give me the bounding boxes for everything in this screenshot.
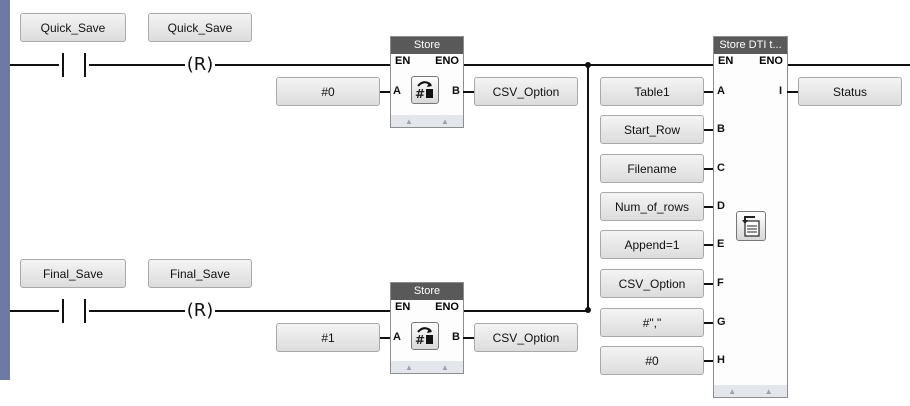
dti-input-value[interactable]: Num_of_rows (600, 192, 704, 221)
eno-pin-label: ENO (435, 301, 459, 313)
store-input-wire (380, 337, 390, 339)
coil-tag-label[interactable]: Quick_Save (148, 13, 252, 42)
dti-input-wire (704, 206, 713, 208)
reset-coil-quick-save[interactable]: (R) (185, 53, 215, 77)
en-pin-label: EN (718, 55, 734, 67)
up-triangle-icon: ▲ (441, 362, 449, 372)
contact-tag-label[interactable]: Quick_Save (20, 13, 126, 42)
eno-pin-label: ENO (435, 55, 459, 67)
no-contact-quick-save[interactable] (59, 53, 89, 77)
up-triangle-icon: ▲ (405, 362, 413, 372)
store-output-wire (463, 91, 474, 93)
dti-input-value[interactable]: Table1 (600, 77, 704, 106)
no-contact-final-save[interactable] (59, 299, 89, 323)
input-pin-label: B (717, 123, 725, 135)
dti-input-value[interactable]: Filename (600, 154, 704, 183)
en-pin-label: EN (395, 301, 411, 313)
block-title: Store (391, 283, 463, 300)
up-triangle-icon: ▲ (441, 116, 449, 126)
hash-store-icon: # (411, 76, 439, 104)
output-pin-b: B (452, 331, 460, 343)
dti-input-value[interactable]: #"," (600, 308, 704, 337)
power-rail (0, 0, 10, 380)
block-footer: ▲ ▲ (714, 385, 787, 397)
input-pin-label: E (717, 238, 725, 250)
svg-text:#: # (415, 87, 425, 101)
block-footer: ▲ ▲ (391, 115, 463, 127)
input-pin-label: D (717, 200, 725, 212)
store-input-value[interactable]: #1 (276, 323, 380, 352)
store-block[interactable]: Store EN ENO ▲ ▲ (390, 36, 464, 128)
contact-tag-label[interactable]: Final_Save (20, 259, 126, 288)
svg-text:#: # (415, 333, 425, 347)
rung2-wire-mid (463, 310, 588, 312)
dti-input-wire (704, 244, 713, 246)
dti-input-wire (704, 283, 713, 285)
dti-output-wire (787, 91, 798, 93)
input-pin-label: H (717, 354, 725, 366)
dti-output-value[interactable]: Status (798, 77, 902, 106)
rung1-wire-right (787, 64, 910, 66)
input-pin-label: C (717, 162, 725, 174)
dti-input-value[interactable]: Append=1 (600, 230, 704, 259)
input-pin-a: A (393, 331, 401, 343)
block-footer: ▲ ▲ (391, 361, 463, 373)
reset-coil-final-save[interactable]: (R) (185, 299, 215, 323)
store-input-value[interactable]: #0 (276, 77, 380, 106)
dti-input-wire (704, 129, 713, 131)
input-pin-label: A (717, 85, 725, 97)
store-input-wire (380, 91, 390, 93)
input-pin-label: F (717, 277, 724, 289)
dti-input-wire (704, 360, 713, 362)
dti-input-value[interactable]: CSV_Option (600, 269, 704, 298)
input-pin-a: A (393, 85, 401, 97)
output-pin-b: B (452, 85, 460, 97)
up-triangle-icon: ▲ (728, 386, 737, 396)
store-output-wire (463, 337, 474, 339)
up-triangle-icon: ▲ (764, 386, 773, 396)
up-triangle-icon: ▲ (405, 116, 413, 126)
branch-vertical-wire (587, 64, 589, 312)
store-output-value[interactable]: CSV_Option (474, 323, 578, 352)
output-pin-i: I (779, 85, 783, 97)
dti-input-wire (704, 91, 713, 93)
input-pin-label: G (717, 316, 726, 328)
block-title: Store (391, 37, 463, 54)
branch-node-bottom (585, 307, 591, 313)
dti-input-value[interactable]: #0 (600, 346, 704, 375)
dti-input-value[interactable]: Start_Row (600, 115, 704, 144)
dti-input-wire (704, 322, 713, 324)
en-pin-label: EN (395, 55, 411, 67)
store-output-value[interactable]: CSV_Option (474, 77, 578, 106)
dti-return-icon (736, 211, 766, 241)
eno-pin-label: ENO (759, 55, 783, 67)
coil-tag-label[interactable]: Final_Save (148, 259, 252, 288)
hash-store-icon: # (411, 322, 439, 350)
dti-input-wire (704, 168, 713, 170)
branch-node-top (585, 62, 591, 68)
block-title: Store DTI t... (714, 37, 787, 54)
